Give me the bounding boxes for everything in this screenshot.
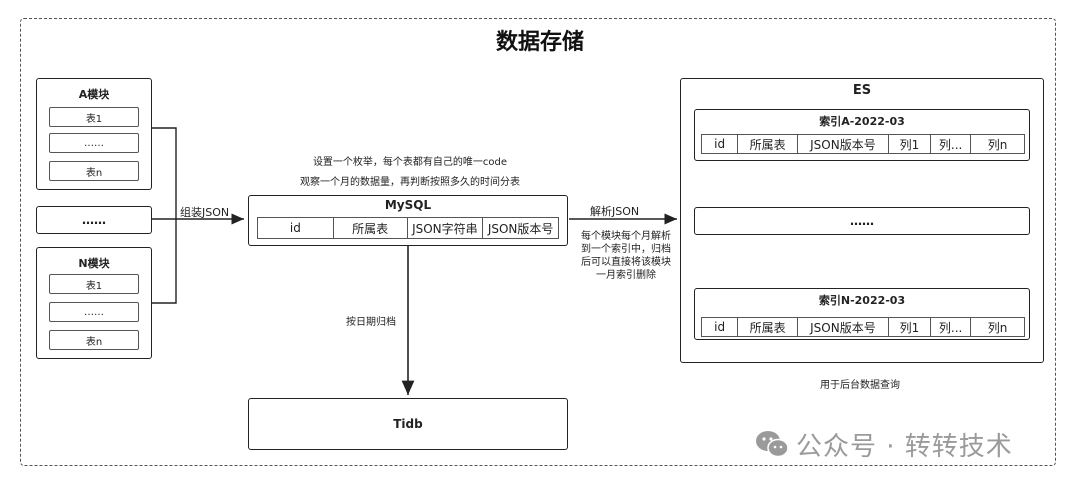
es-index-a-col-table: 所属表 bbox=[738, 135, 798, 153]
module-a-table-1: 表1 bbox=[49, 107, 139, 127]
es-index-a-col-id: id bbox=[702, 135, 739, 153]
es-note-line-3: 后可以直接将该模块 bbox=[581, 257, 671, 268]
module-a-box: A模块 表1 …… 表n bbox=[36, 78, 152, 190]
es-index-a: 索引A-2022-03 id 所属表 JSON版本号 列1 列... 列n bbox=[694, 109, 1030, 161]
es-note-line-2: 到一个索引中，归档 bbox=[581, 244, 671, 255]
es-note: 每个模块每个月解析 到一个索引中，归档 后可以直接将该模块 一月索引删除 bbox=[574, 230, 678, 282]
mysql-columns: id 所属表 JSON字符串 JSON版本号 bbox=[257, 217, 559, 239]
module-a-label: A模块 bbox=[78, 88, 110, 101]
es-index-n-col-id: id bbox=[702, 318, 739, 336]
es-index-n-col-n: 列n bbox=[987, 320, 1008, 335]
module-n-table-ellipsis: …… bbox=[49, 302, 139, 322]
module-n-box: N模块 表1 …… 表n bbox=[36, 247, 152, 359]
note-enum: 设置一个枚举，每个表都有自己的唯一code bbox=[312, 157, 508, 168]
mysql-col-table: 所属表 bbox=[334, 218, 408, 238]
mysql-col-json: JSON字符串 bbox=[408, 218, 484, 238]
module-ellipsis-box: …… bbox=[36, 206, 152, 234]
es-index-a-col-version: JSON版本号 bbox=[798, 135, 889, 153]
edge-label-parse-json: 解析JSON bbox=[590, 205, 640, 218]
module-a-table-ellipsis: …… bbox=[49, 133, 139, 153]
es-index-n: 索引N-2022-03 id 所属表 JSON版本号 列1 列... 列n bbox=[694, 288, 1030, 340]
es-index-a-label: 索引A-2022-03 bbox=[819, 115, 905, 128]
es-index-a-col-etc: 列... bbox=[931, 135, 972, 153]
module-n-table-1: 表1 bbox=[49, 274, 139, 294]
es-box: ES 索引A-2022-03 id 所属表 JSON版本号 列1 列... 列n… bbox=[680, 78, 1044, 363]
es-index-a-columns: id 所属表 JSON版本号 列1 列... 列n bbox=[701, 134, 1025, 154]
note-monthly: 观察一个月的数据量，再判断按照多久的时间分表 bbox=[300, 177, 520, 188]
es-index-n-col-1: 列1 bbox=[889, 318, 932, 336]
tidb-box: Tidb bbox=[248, 398, 568, 450]
es-index-n-label: 索引N-2022-03 bbox=[818, 294, 906, 307]
edge-label-assemble-json: 组装JSON bbox=[180, 206, 230, 219]
es-index-n-columns: id 所属表 JSON版本号 列1 列... 列n bbox=[701, 317, 1025, 337]
mysql-label: MySQL bbox=[384, 198, 432, 212]
mysql-box: MySQL id 所属表 JSON字符串 JSON版本号 bbox=[248, 195, 568, 246]
mysql-col-id: id bbox=[258, 218, 334, 238]
es-caption: 用于后台数据查询 bbox=[820, 380, 900, 391]
es-note-line-4: 一月索引删除 bbox=[596, 270, 656, 281]
es-index-n-col-etc: 列... bbox=[931, 318, 972, 336]
es-index-n-col-table: 所属表 bbox=[738, 318, 798, 336]
mysql-col-version: JSON版本号 bbox=[487, 221, 554, 236]
es-index-a-col-1: 列1 bbox=[889, 135, 932, 153]
es-label: ES bbox=[852, 83, 872, 98]
es-index-a-col-n: 列n bbox=[987, 137, 1008, 152]
es-index-ellipsis: …… bbox=[694, 207, 1030, 235]
edge-label-archive: 按日期归档 bbox=[346, 317, 396, 328]
es-index-n-col-version: JSON版本号 bbox=[798, 318, 889, 336]
diagram-title: 数据存储 bbox=[495, 30, 584, 55]
diagram-frame bbox=[20, 18, 1056, 466]
wechat-icon bbox=[756, 431, 789, 458]
connector-module-a bbox=[151, 127, 177, 219]
module-n-table-n: 表n bbox=[49, 330, 139, 350]
module-a-table-n: 表n bbox=[49, 161, 139, 181]
watermark: 公众号 · 转转技术 bbox=[754, 424, 1013, 464]
es-note-line-1: 每个模块每个月解析 bbox=[581, 231, 671, 242]
watermark-text: 公众号 · 转转技术 bbox=[796, 431, 1013, 462]
module-n-label: N模块 bbox=[78, 257, 110, 270]
connector-module-n bbox=[151, 219, 177, 304]
